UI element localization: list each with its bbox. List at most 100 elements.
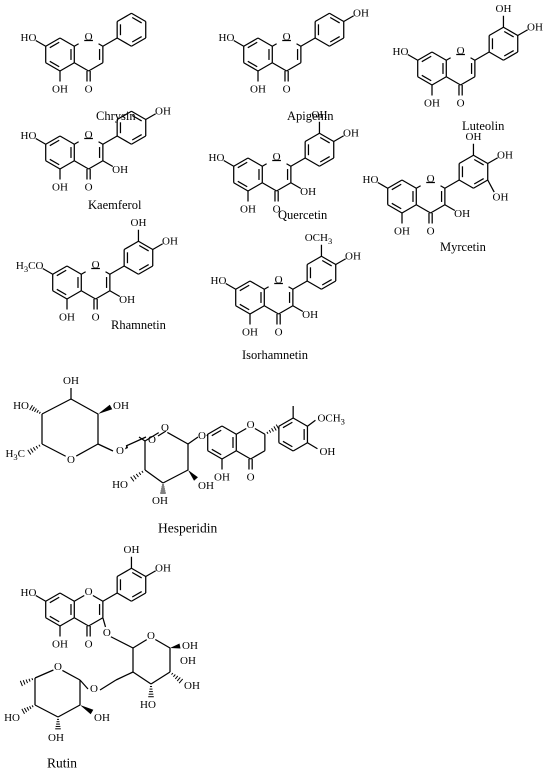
bond [292, 305, 304, 313]
hash-bond [32, 447, 36, 451]
bond [233, 157, 249, 167]
bond [292, 417, 308, 427]
bond [150, 671, 171, 685]
bond [391, 183, 402, 191]
bond [167, 431, 189, 445]
bond [304, 157, 320, 167]
bond [329, 16, 340, 24]
bond [225, 282, 237, 290]
bond [237, 180, 248, 188]
bond [243, 62, 259, 72]
hash-bond [31, 705, 34, 708]
bond [116, 110, 132, 121]
bond [45, 592, 61, 602]
substituent-7-label: HO [209, 152, 225, 164]
hash-bond [138, 472, 142, 476]
bond [132, 671, 152, 685]
bond [319, 156, 330, 163]
hydroxyl-label: HO [13, 400, 29, 412]
bond [99, 679, 117, 691]
ring-oxygen-label: O [247, 419, 255, 431]
bond [263, 305, 279, 315]
hydroxyl-label: OH [180, 655, 196, 667]
compound-name: Apigenin [287, 109, 334, 123]
ring-oxygen-label: O [147, 630, 155, 642]
hash-bond [178, 678, 184, 684]
bond [131, 36, 142, 43]
carbonyl-oxygen-label: O [275, 327, 283, 339]
bond [102, 592, 118, 602]
bond [66, 265, 82, 275]
bond [237, 161, 248, 169]
hash-bond [36, 409, 39, 413]
bond [88, 617, 104, 627]
substituent-7-label: HO [21, 32, 37, 44]
bond [131, 567, 147, 578]
bond [473, 154, 489, 165]
bond [211, 448, 222, 456]
bond [430, 204, 446, 214]
bond [300, 37, 316, 47]
bond [59, 62, 75, 72]
bond [56, 288, 67, 296]
bond [187, 436, 199, 445]
bond [282, 440, 293, 448]
bond [235, 280, 251, 290]
bond [415, 204, 431, 214]
hash-bond [174, 675, 179, 680]
ring-oxygen-label: O [161, 422, 169, 434]
bond [138, 244, 149, 252]
bond [45, 160, 61, 170]
ring-oxygen-label: O [67, 454, 75, 466]
bond [97, 443, 114, 452]
bond [247, 182, 263, 192]
bond [487, 157, 499, 165]
bond [144, 469, 164, 484]
bond [207, 425, 223, 435]
bond [131, 135, 147, 145]
bond [35, 594, 47, 602]
hash-bond [268, 429, 272, 433]
ring-oxygen-label: O [85, 31, 93, 43]
bond [314, 12, 330, 23]
bond [335, 258, 347, 266]
bond [343, 15, 355, 23]
bond [261, 182, 277, 192]
compound-name: Isorhamnetin [242, 348, 309, 362]
bond [473, 178, 484, 185]
bond [92, 594, 104, 602]
bond [444, 179, 460, 189]
bond [42, 267, 54, 275]
bond [329, 36, 340, 43]
hash-bond [130, 476, 135, 482]
bond [49, 41, 60, 49]
hash-bond [21, 708, 25, 715]
bond [162, 469, 189, 484]
bond [329, 12, 345, 23]
bond [488, 51, 504, 61]
bond [235, 450, 251, 460]
ring-oxygen-label: O [54, 661, 62, 673]
bond [62, 669, 81, 681]
bond [49, 60, 60, 68]
bond [445, 57, 451, 61]
carbonyl-oxygen-label: O [85, 84, 93, 96]
ring-oxygen-label: O [427, 173, 435, 185]
bond [517, 29, 529, 37]
bond [407, 53, 419, 61]
linker-oxygen-label: O [148, 434, 156, 446]
hash-bond [273, 426, 277, 431]
bond [474, 51, 490, 61]
bond [250, 450, 266, 460]
hydroxyl-label: OH [63, 375, 79, 387]
bond [35, 39, 47, 47]
hydroxyl-5-label: OH [424, 98, 440, 110]
bond [473, 179, 489, 189]
bond [34, 704, 59, 718]
bond [116, 567, 132, 578]
bond [278, 305, 294, 315]
bond [138, 264, 149, 271]
methyl-label: H3C [5, 448, 25, 462]
